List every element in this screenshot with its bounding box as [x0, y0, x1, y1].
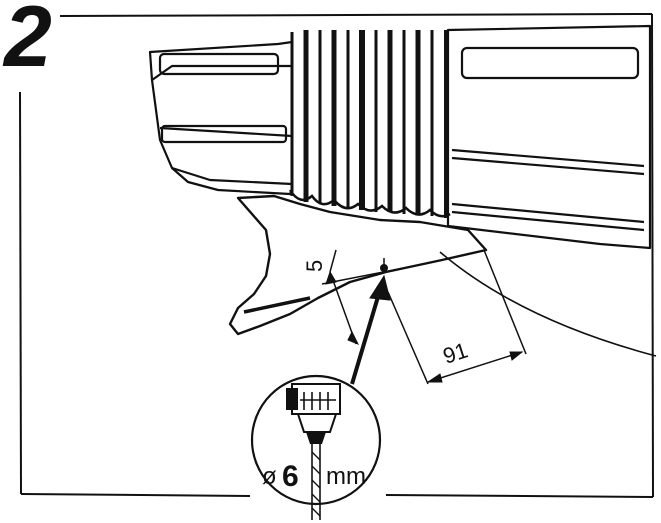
housing-arc — [439, 251, 657, 357]
frame-border — [19, 13, 654, 498]
dimension-91 — [387, 249, 527, 385]
drill-diameter-unit: mm — [326, 463, 366, 490]
leader-arrow — [350, 274, 391, 385]
ribbed-grip — [288, 30, 451, 218]
foot-plate — [228, 194, 488, 336]
drill-diameter-symbol: ø — [262, 463, 277, 490]
tool-housing — [148, 24, 652, 250]
dimension-5 — [321, 249, 415, 345]
dimension-5-label: 5 — [302, 260, 327, 272]
step-number: 2 — [4, 0, 52, 85]
drill-point-marker — [380, 264, 388, 272]
dimension-91-label: 91 — [440, 337, 471, 368]
drill-chuck-icon — [250, 374, 382, 520]
drill-diameter-value: 6 — [282, 460, 299, 493]
